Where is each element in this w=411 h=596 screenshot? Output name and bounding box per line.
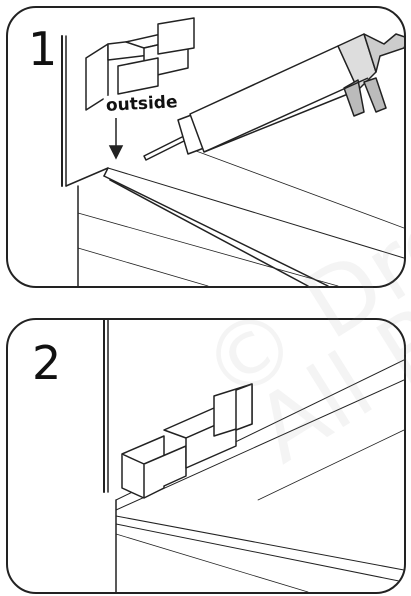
- caulking-gun-icon: [143, 33, 404, 161]
- step-1-illustration: [61, 17, 404, 286]
- clip-part: [85, 17, 195, 111]
- step-2-number: 2: [32, 336, 62, 390]
- down-arrow-icon: [108, 118, 124, 160]
- step-2-illustration: [103, 320, 404, 592]
- step-2-panel: 2: [6, 318, 406, 594]
- clip-part: [121, 383, 253, 499]
- outside-label: outside: [103, 92, 180, 116]
- step-1-panel: 1 outside: [6, 6, 406, 288]
- step-1-number: 1: [28, 22, 58, 76]
